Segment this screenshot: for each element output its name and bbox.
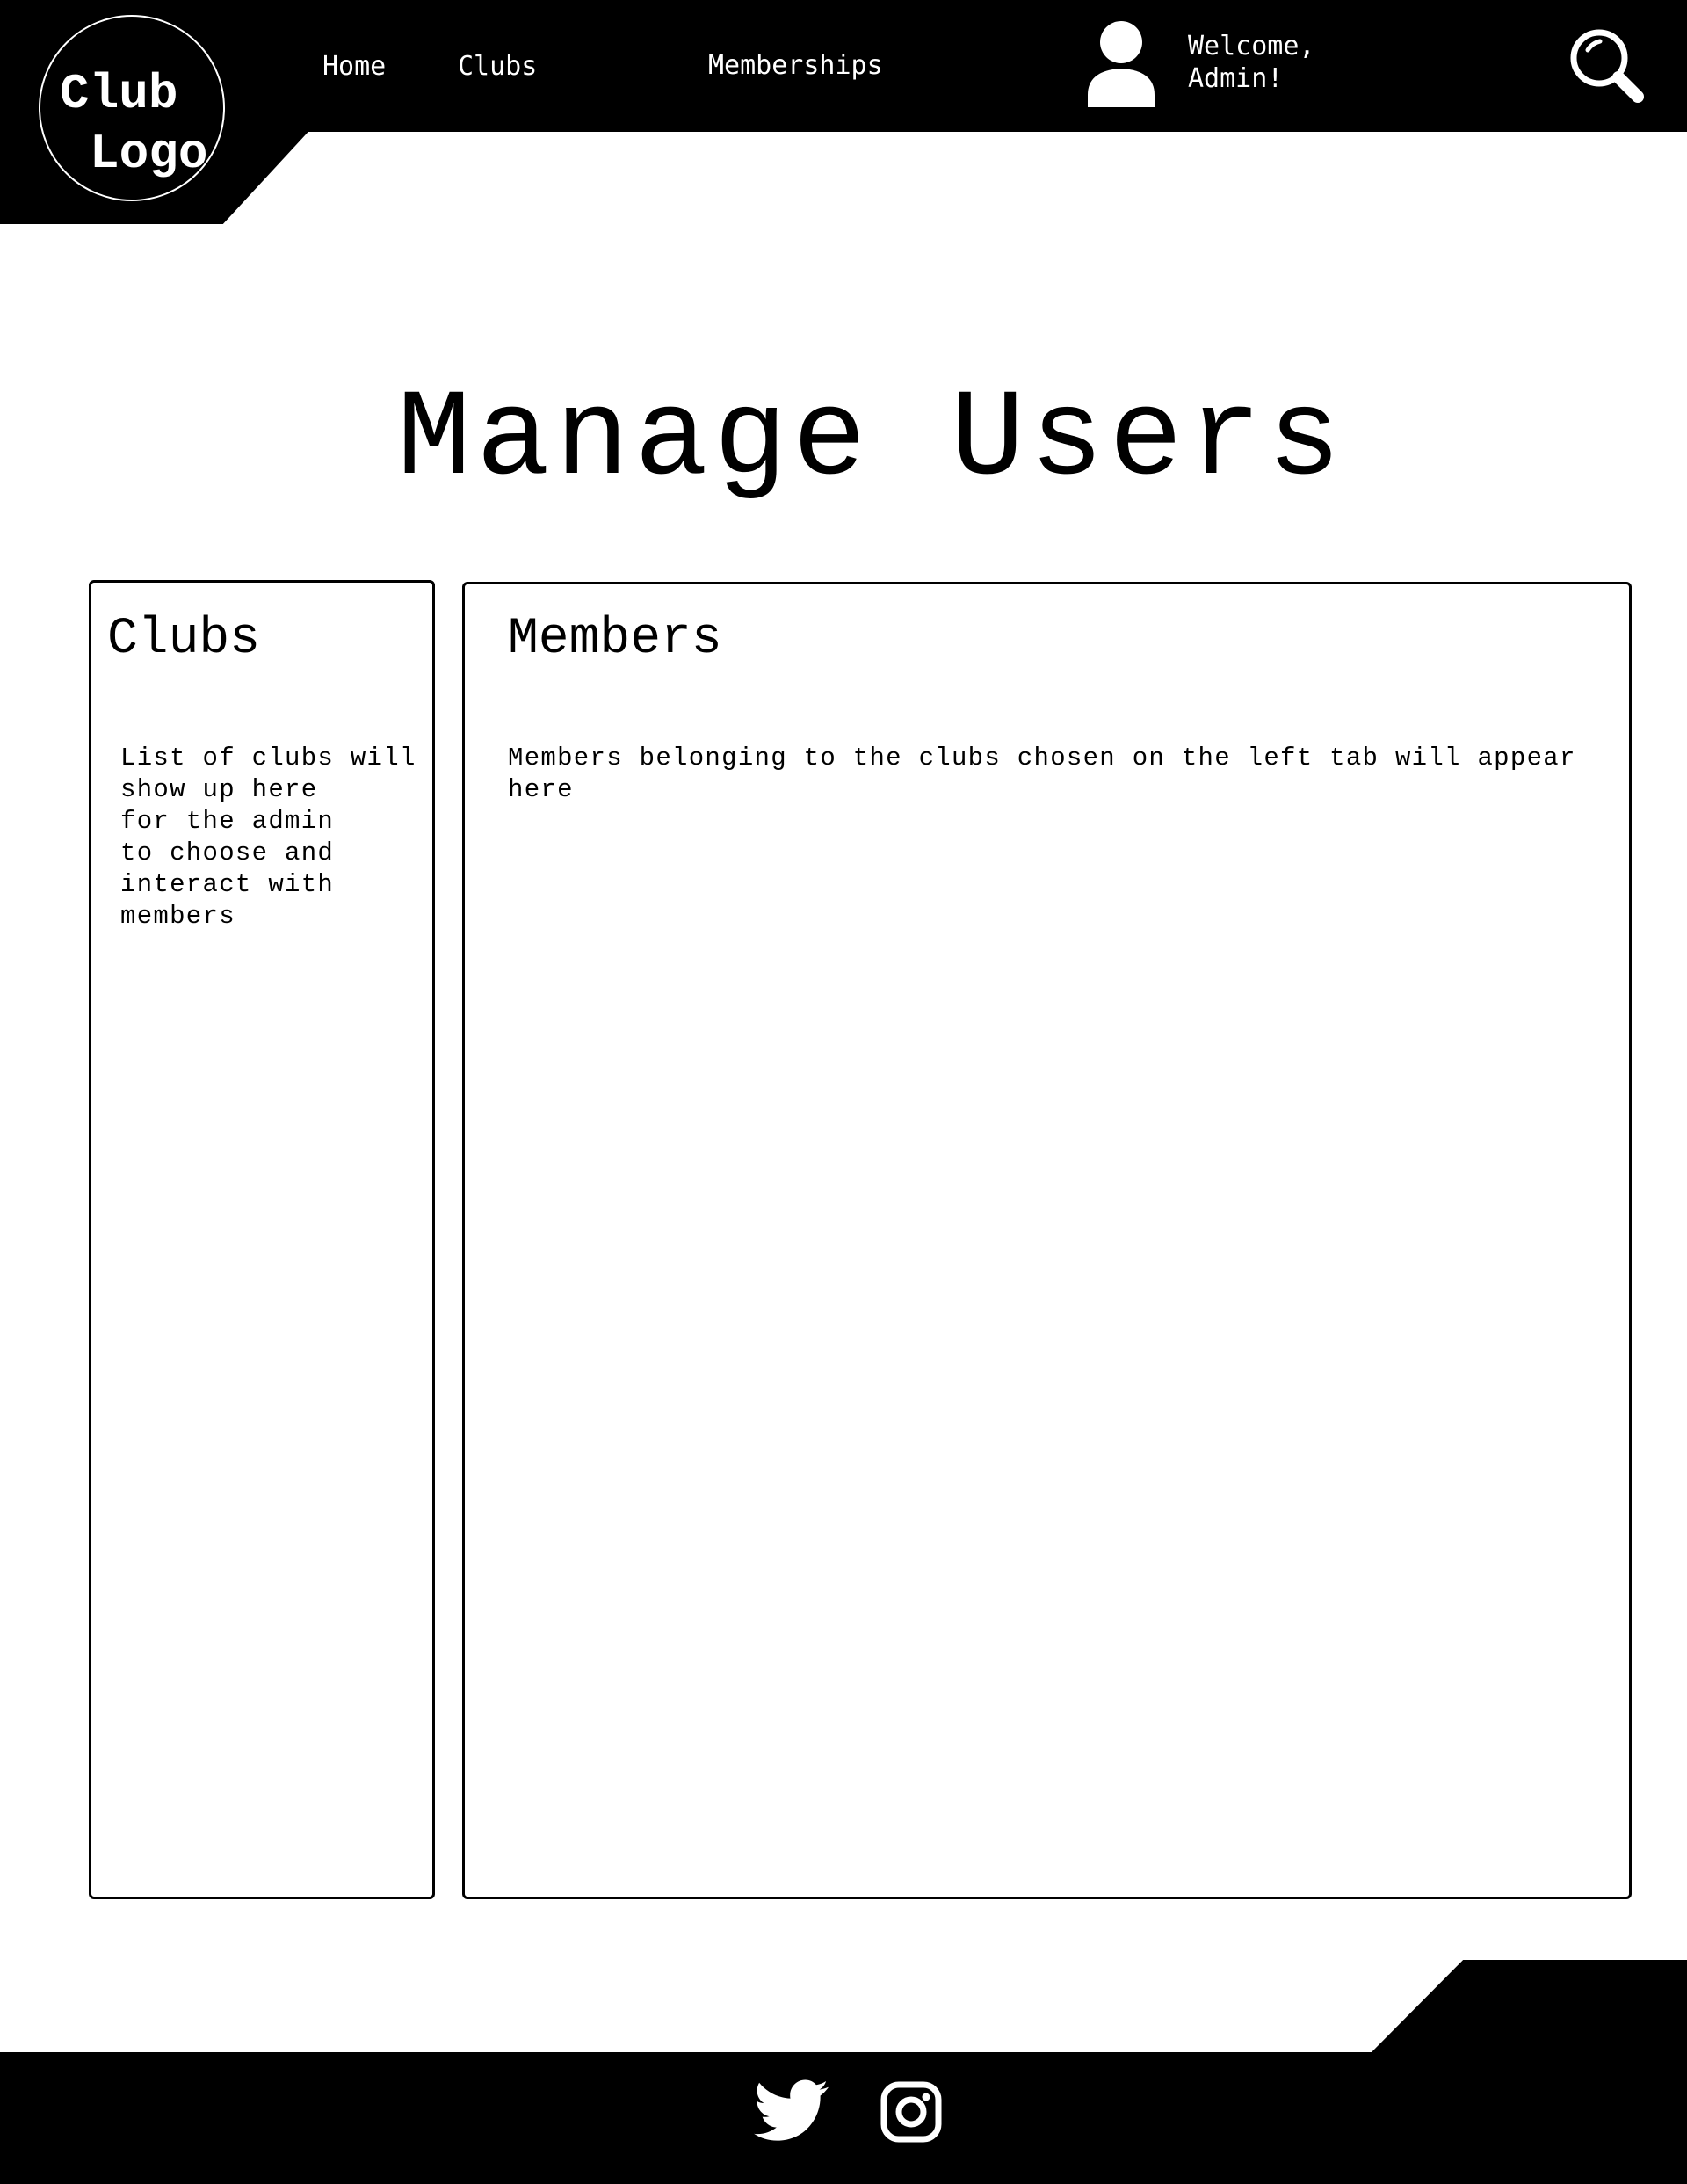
clubs-panel-description: List of clubs will show up here for the … bbox=[120, 744, 416, 931]
members-panel-description: Members belonging to the clubs chosen on… bbox=[508, 744, 1576, 804]
welcome-message: Welcome, Admin! bbox=[1188, 30, 1315, 95]
nav-home[interactable]: Home bbox=[322, 51, 387, 82]
clubs-panel[interactable]: Clubs List of clubs will show up here fo… bbox=[89, 580, 435, 1899]
logo-text-line2: Logo bbox=[90, 126, 208, 182]
club-logo[interactable]: Club Logo bbox=[39, 15, 225, 201]
footer-corner-tab bbox=[1367, 1960, 1687, 2057]
welcome-line1: Welcome, bbox=[1188, 31, 1315, 62]
clubs-panel-heading: Clubs bbox=[107, 611, 261, 668]
twitter-icon[interactable] bbox=[754, 2079, 829, 2143]
nav-clubs[interactable]: Clubs bbox=[458, 51, 538, 82]
footer-background bbox=[0, 2052, 1687, 2184]
welcome-line2: Admin! bbox=[1188, 63, 1284, 94]
user-icon[interactable] bbox=[1086, 19, 1156, 107]
nav-memberships[interactable]: Memberships bbox=[708, 50, 883, 81]
logo-text-line1: Club bbox=[60, 66, 178, 122]
search-icon[interactable] bbox=[1568, 26, 1647, 105]
header-background bbox=[0, 0, 1687, 132]
page-title: Manage Users bbox=[396, 371, 1347, 511]
members-panel[interactable]: Members Members belonging to the clubs c… bbox=[462, 582, 1632, 1899]
instagram-icon[interactable] bbox=[880, 2081, 942, 2143]
members-panel-heading: Members bbox=[508, 611, 722, 668]
